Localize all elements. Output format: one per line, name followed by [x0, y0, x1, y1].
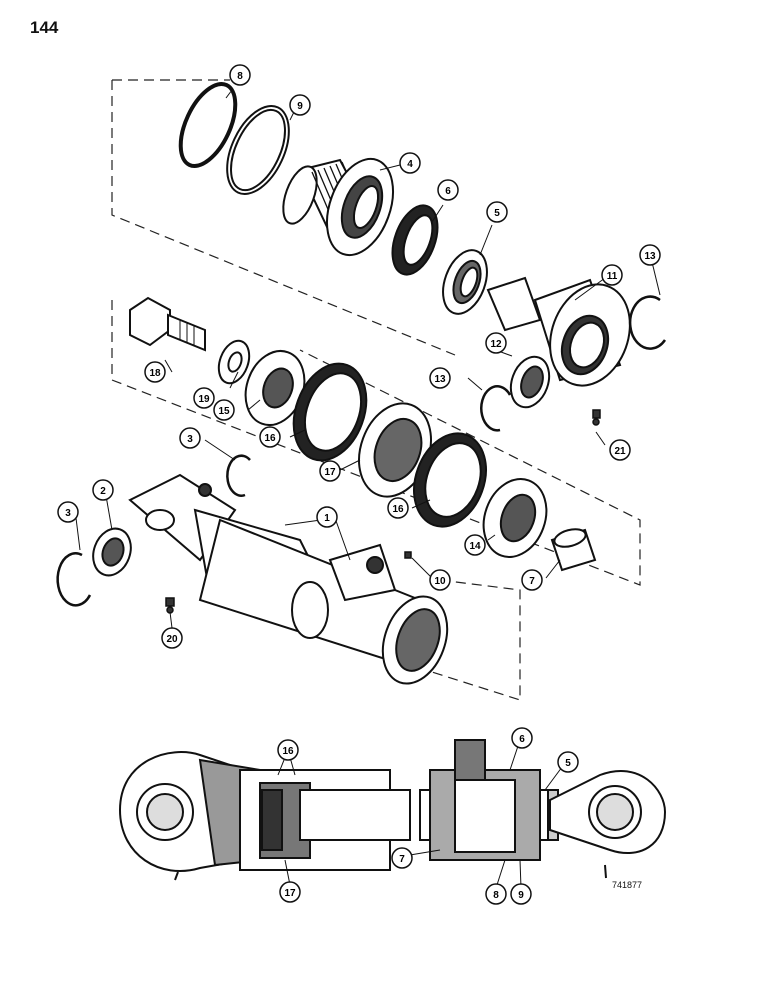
callout-section-7: 7 — [391, 847, 413, 869]
callout-14: 14 — [464, 534, 486, 556]
svg-text:11: 11 — [607, 271, 618, 282]
part-6-wiper-seal — [391, 204, 439, 276]
svg-text:12: 12 — [490, 339, 502, 350]
part-19-washer — [217, 339, 251, 385]
part-5-rod-seal — [442, 249, 488, 315]
part-12-bushing — [509, 355, 551, 409]
svg-text:13: 13 — [434, 374, 446, 385]
part-13-snap-ring-upper — [628, 295, 667, 350]
callout-10: 10 — [429, 569, 451, 591]
svg-text:1: 1 — [324, 513, 330, 524]
svg-text:9: 9 — [297, 101, 303, 112]
callout-18: 18 — [144, 361, 166, 383]
svg-text:16: 16 — [392, 504, 404, 515]
svg-text:5: 5 — [494, 208, 500, 219]
outline-piston-group — [111, 300, 641, 586]
callout-16-a: 16 — [259, 426, 281, 448]
callout-15: 15 — [213, 399, 235, 421]
svg-text:8: 8 — [493, 890, 499, 901]
part-2-bushing — [92, 527, 132, 577]
callouts: 8 9 4 6 5 13 11 12 18 13 19 15 21 3 16 1… — [57, 64, 661, 905]
assembled-section-view — [118, 739, 667, 881]
part-17-piston — [358, 402, 432, 498]
figure-id: 741877 — [612, 880, 643, 890]
callout-9: 9 — [289, 94, 311, 116]
part-4-cylinder-head — [282, 157, 394, 257]
part-11-rod-eye — [486, 276, 631, 387]
part-3-snap-ring-right — [226, 454, 251, 497]
svg-text:5: 5 — [565, 758, 571, 769]
svg-text:20: 20 — [166, 634, 178, 645]
svg-text:4: 4 — [407, 159, 413, 170]
callout-19: 19 — [193, 387, 215, 409]
svg-text:8: 8 — [237, 71, 243, 82]
svg-text:7: 7 — [529, 576, 535, 587]
page-number: 144 — [30, 18, 59, 37]
part-15-piston-nut — [244, 350, 306, 426]
svg-text:14: 14 — [469, 541, 481, 552]
callout-1: 1 — [316, 506, 338, 528]
callout-8: 8 — [229, 64, 251, 86]
callout-section-5: 5 — [557, 751, 579, 773]
part-3-snap-ring-left — [56, 552, 92, 607]
part-16-piston-seal-b — [413, 432, 487, 528]
part-13-snap-ring-lower — [480, 385, 512, 432]
callout-16-b: 16 — [387, 497, 409, 519]
callout-21: 21 — [609, 439, 631, 461]
leader-lines — [74, 89, 661, 889]
svg-text:7: 7 — [399, 854, 405, 865]
part-7-rod-bushing — [550, 528, 597, 572]
callout-4: 4 — [399, 152, 421, 174]
part-8-o-ring — [178, 82, 238, 168]
callout-20: 20 — [161, 627, 183, 649]
callout-5: 5 — [486, 201, 508, 223]
svg-text:17: 17 — [324, 467, 336, 478]
svg-text:17: 17 — [284, 888, 296, 899]
part-10-screw — [404, 551, 412, 559]
callout-section-8: 8 — [485, 883, 507, 905]
svg-text:9: 9 — [518, 890, 524, 901]
svg-text:18: 18 — [149, 368, 161, 379]
callout-12: 12 — [485, 332, 507, 354]
part-14-wear-ring — [482, 478, 548, 558]
svg-text:3: 3 — [187, 434, 193, 445]
part-20-grease-fitting — [165, 597, 175, 614]
callout-section-9: 9 — [510, 883, 532, 905]
part-9-backup-ring — [226, 105, 290, 195]
svg-text:2: 2 — [100, 486, 106, 497]
callout-3-upper: 3 — [179, 427, 201, 449]
part-21-grease-fitting — [592, 409, 601, 426]
svg-text:19: 19 — [198, 394, 210, 405]
part-18-bolt — [129, 296, 206, 352]
svg-text:6: 6 — [519, 734, 525, 745]
callout-6: 6 — [437, 179, 459, 201]
part-16-piston-seal-a — [292, 362, 368, 462]
callout-3-left: 3 — [57, 501, 79, 523]
callout-section-16: 16 — [277, 739, 299, 761]
svg-text:13: 13 — [644, 251, 656, 262]
svg-text:16: 16 — [282, 746, 294, 757]
part-1-barrel — [128, 473, 449, 685]
callout-11: 11 — [601, 264, 623, 286]
callout-7: 7 — [521, 569, 543, 591]
callout-17: 17 — [319, 460, 341, 482]
outline-head-group — [111, 79, 456, 356]
svg-text:15: 15 — [218, 406, 230, 417]
callout-13-lower: 13 — [429, 367, 451, 389]
svg-text:16: 16 — [264, 433, 276, 444]
callout-13-upper: 13 — [639, 244, 661, 266]
svg-text:6: 6 — [445, 186, 451, 197]
svg-text:10: 10 — [434, 576, 446, 587]
callout-2: 2 — [92, 479, 114, 501]
svg-text:21: 21 — [614, 446, 626, 457]
callout-section-6: 6 — [511, 727, 533, 749]
svg-text:3: 3 — [65, 508, 71, 519]
callout-section-17: 17 — [279, 881, 301, 903]
